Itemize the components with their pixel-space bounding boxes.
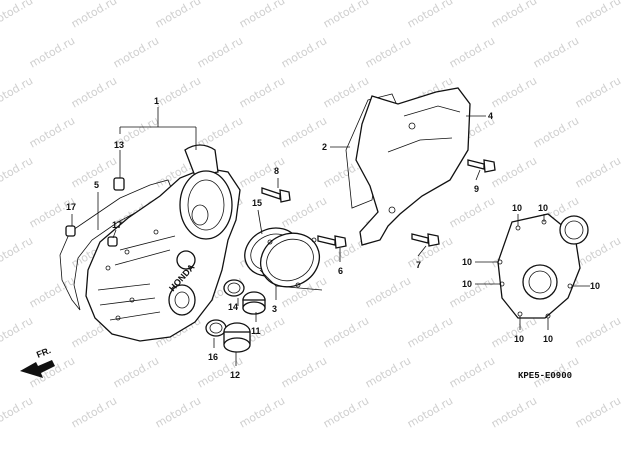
callout-8: 8 [274,166,279,176]
callout-10f: 10 [514,334,524,344]
watermark-text-77: motod.ru [153,394,203,430]
part-9-bolt [467,159,496,173]
watermark-text-4: motod.ru [321,0,371,31]
callout-16: 16 [208,352,218,362]
direction-label: FR. [35,345,52,360]
leader-lines [71,107,590,366]
callout-14: 14 [228,302,238,312]
watermark-text-57: motod.ru [363,274,413,310]
watermark-text-13: motod.ru [447,34,497,70]
watermark-text-33: motod.ru [237,154,287,190]
callout-9: 9 [474,184,479,194]
watermark-text-65: motod.ru [405,314,455,350]
part-6-bolt [317,235,347,249]
watermark-text-12: motod.ru [363,34,413,70]
watermark-text-14: motod.ru [531,34,581,70]
callout-11: 11 [251,326,261,336]
part-8-bolt [261,187,291,203]
callout-1: 1 [154,96,159,106]
watermark-text-21: motod.ru [489,74,539,110]
watermark-text-36: motod.ru [489,154,539,190]
watermark-text-69: motod.ru [111,354,161,390]
watermark-text-10: motod.ru [195,34,245,70]
part-17-dowels [65,225,118,247]
watermark-text-60: motod.ru [0,314,35,350]
watermark-text-9: motod.ru [111,34,161,70]
watermark-text-22: motod.ru [573,74,623,110]
watermark-text-15: motod.ru [0,74,35,110]
watermark-text-30: motod.ru [0,154,35,190]
callout-10e: 10 [590,281,600,291]
watermark-text-73: motod.ru [447,354,497,390]
part-14-o-ring [223,279,245,297]
part-13-dowel [113,177,125,191]
watermark-text-45: motod.ru [0,234,35,270]
watermark-text-17: motod.ru [153,74,203,110]
watermark-text-66: motod.ru [489,314,539,350]
watermark-text-16: motod.ru [69,74,119,110]
callout-7: 7 [416,260,421,270]
part-11-plug [242,291,266,315]
callout-10d: 10 [462,279,472,289]
callout-17b: 17 [112,220,122,230]
callout-17a: 17 [66,202,76,212]
watermark-text-19: motod.ru [321,74,371,110]
callout-10g: 10 [543,334,553,344]
watermark-text-23: motod.ru [27,114,77,150]
callout-labels: 1 13 5 17 17 8 15 2 4 9 6 7 3 14 11 16 1… [66,96,600,380]
figure-code: KPE5-E0900 [518,371,572,381]
callout-2: 2 [322,142,327,152]
callout-15: 15 [252,198,262,208]
watermark-text-78: motod.ru [237,394,287,430]
watermark-text-5: motod.ru [405,0,455,31]
callout-4: 4 [488,111,493,121]
watermark-text-64: motod.ru [321,314,371,350]
watermark-text-37: motod.ru [573,154,623,190]
watermark-text-82: motod.ru [573,394,623,430]
watermark-text-1: motod.ru [69,0,119,31]
watermark-text-18: motod.ru [237,74,287,110]
watermark-text-81: motod.ru [489,394,539,430]
watermark-text-7: motod.ru [573,0,623,31]
callout-6: 6 [338,266,343,276]
watermark-text-58: motod.ru [447,274,497,310]
watermark-text-80: motod.ru [405,394,455,430]
callout-5: 5 [94,180,99,190]
callout-10a: 10 [512,203,522,213]
part-16-o-ring [205,319,227,337]
watermark-text-43: motod.ru [447,194,497,230]
callout-10b: 10 [538,203,548,213]
watermark-text-8: motod.ru [27,34,77,70]
watermark-text-38: motod.ru [27,194,77,230]
watermark-text-79: motod.ru [321,394,371,430]
watermark-text-72: motod.ru [363,354,413,390]
callout-10c: 10 [462,257,472,267]
watermark-text-75: motod.ru [0,394,35,430]
part-7-bolt [411,233,440,247]
callout-12: 12 [230,370,240,380]
callout-13: 13 [114,140,124,150]
watermark-text-71: motod.ru [279,354,329,390]
watermark-text-2: motod.ru [153,0,203,31]
left-crankcase-cover: HONDA [59,144,241,342]
part-4-sprocket-cover [355,87,471,246]
watermark-text-67: motod.ru [573,314,623,350]
bolt-location-view [497,213,589,319]
watermark-text-11: motod.ru [279,34,329,70]
watermark-text-29: motod.ru [531,114,581,150]
watermark-text-3: motod.ru [237,0,287,31]
part-12-plug [223,322,251,353]
callout-3: 3 [272,304,277,314]
watermark-text-0: motod.ru [0,0,35,31]
watermark-text-6: motod.ru [489,0,539,31]
watermark-text-53: motod.ru [27,274,77,310]
watermark-text-76: motod.ru [69,394,119,430]
